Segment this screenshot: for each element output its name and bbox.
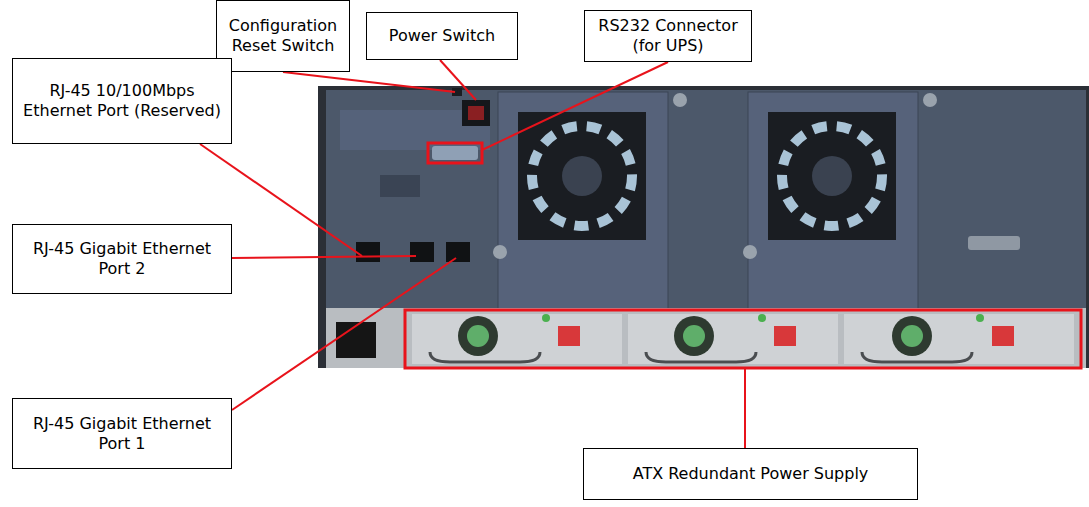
psu-fan — [458, 316, 498, 356]
fan-blades — [782, 126, 882, 226]
thumb-screw — [673, 93, 687, 107]
chassis-panel — [326, 90, 1086, 312]
highlight-box — [428, 143, 482, 163]
psu-led — [542, 314, 550, 322]
ac-inlet — [336, 322, 376, 358]
psu-handle — [430, 352, 540, 362]
psu-module — [412, 314, 622, 364]
rs232-port — [432, 146, 478, 160]
callout-box: RJ-45 Gigabit Ethernet Port 2 — [12, 224, 232, 294]
callout-label: RS232 Connector (for UPS) — [591, 16, 745, 56]
callout-box: RS232 Connector (for UPS) — [584, 10, 752, 62]
leader-line — [744, 368, 746, 448]
callout-label: RJ-45 Gigabit Ethernet Port 2 — [19, 239, 225, 279]
leader-line — [482, 62, 668, 150]
psu-handle — [646, 352, 756, 362]
rj45-port — [356, 242, 380, 262]
psu-led — [758, 314, 766, 322]
fan-grille — [768, 112, 896, 240]
psu-fan — [674, 316, 714, 356]
leader-line — [232, 258, 456, 410]
highlight-box — [405, 310, 1081, 368]
psu-fan — [892, 316, 932, 356]
fan-blades — [532, 126, 632, 226]
photo-background — [318, 86, 1089, 368]
callout-label: ATX Redundant Power Supply — [633, 464, 869, 484]
psu-handle — [862, 352, 972, 362]
rj45-port — [410, 242, 434, 262]
fan-hub — [562, 156, 602, 196]
leader-line — [440, 60, 476, 100]
power-switch-rocker — [468, 106, 484, 120]
scsi-connector — [968, 236, 1020, 250]
blank-slot — [380, 175, 420, 197]
fan-grille — [518, 112, 646, 240]
psu-switch — [558, 326, 580, 346]
callout-box: Configuration Reset Switch — [216, 0, 350, 72]
callout-box: RJ-45 10/100Mbps Ethernet Port (Reserved… — [12, 58, 232, 144]
psu-bay — [326, 308, 1086, 368]
callout-label: RJ-45 10/100Mbps Ethernet Port (Reserved… — [19, 81, 225, 121]
power-switch — [462, 100, 490, 126]
thumb-screw — [743, 245, 757, 259]
callout-label: Power Switch — [389, 26, 495, 46]
rj45-port — [446, 242, 470, 262]
psu-module — [628, 314, 838, 364]
leader-line — [232, 256, 416, 258]
thumb-screw — [923, 93, 937, 107]
psu-fan-hub — [901, 325, 923, 347]
psu-module — [844, 314, 1074, 364]
leader-line — [283, 72, 455, 92]
callout-box: ATX Redundant Power Supply — [583, 448, 918, 500]
fan-hub — [812, 156, 852, 196]
callout-box: Power Switch — [366, 12, 518, 60]
psu-led — [976, 314, 984, 322]
psu-fan-hub — [683, 325, 705, 347]
callout-label: RJ-45 Gigabit Ethernet Port 1 — [19, 414, 225, 454]
psu-switch — [774, 326, 796, 346]
psu-switch — [992, 326, 1014, 346]
psu-fan-hub — [467, 325, 489, 347]
fan-module — [748, 92, 918, 310]
callout-label: Configuration Reset Switch — [223, 16, 343, 56]
thumb-screw — [493, 245, 507, 259]
fan-module — [498, 92, 668, 310]
callout-box: RJ-45 Gigabit Ethernet Port 1 — [12, 398, 232, 469]
